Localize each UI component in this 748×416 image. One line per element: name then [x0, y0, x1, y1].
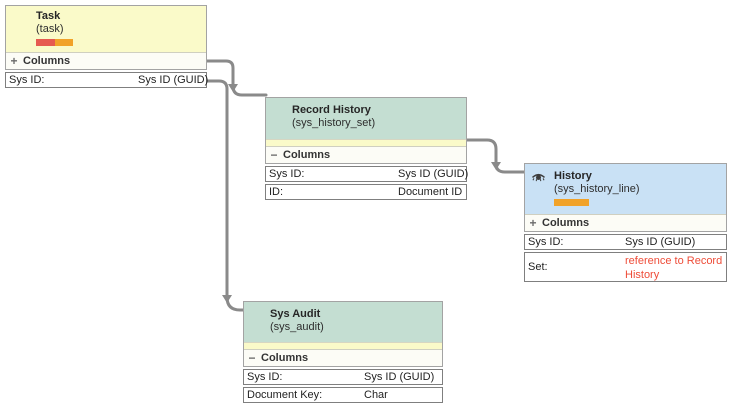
column-type: Char: [364, 389, 388, 401]
red-bar-segment: [36, 39, 55, 46]
column-label: Sys ID:: [247, 371, 283, 383]
table-history[interactable]: History (sys_history_line) + Columns Sys…: [524, 163, 727, 282]
table-history-header[interactable]: History (sys_history_line): [525, 164, 726, 214]
eye-icon: [531, 171, 546, 186]
arrow-task-sys-audit: [222, 295, 232, 303]
columns-label: Columns: [261, 352, 309, 364]
table-record-history[interactable]: Record History (sys_history_set) − Colum…: [265, 97, 469, 200]
columns-toggle[interactable]: − Columns: [266, 146, 466, 163]
table-sysname: (task): [36, 23, 64, 35]
column-row[interactable]: Sys ID: Sys ID (GUID): [265, 166, 469, 182]
table-sysname: (sys_history_set): [292, 117, 376, 129]
column-type: Sys ID (GUID): [398, 168, 469, 180]
table-title: History: [554, 170, 592, 182]
column-label: Sys ID:: [269, 168, 305, 180]
arrow-record-history-history: [491, 162, 501, 170]
header-strip: [244, 342, 442, 349]
column-type: Sys ID (GUID): [138, 74, 209, 86]
table-title: Task: [36, 10, 61, 22]
column-label: Sys ID:: [528, 236, 564, 248]
collapse-icon[interactable]: −: [270, 148, 278, 162]
column-label: Sys ID:: [9, 74, 45, 86]
columns-label: Columns: [23, 55, 71, 67]
expand-icon[interactable]: +: [529, 216, 537, 230]
column-type: Sys ID (GUID): [625, 236, 696, 248]
columns-toggle[interactable]: + Columns: [6, 52, 206, 69]
table-task-header[interactable]: Task (task): [6, 6, 206, 52]
column-row[interactable]: ID: Document ID: [265, 184, 467, 200]
column-row[interactable]: Sys ID: Sys ID (GUID): [5, 72, 209, 88]
column-reference: reference to Record History: [625, 255, 723, 281]
table-sysname: (sys_audit): [270, 321, 324, 333]
collapse-icon[interactable]: −: [248, 351, 256, 365]
wire-task-sys-audit: [205, 79, 246, 312]
column-label: Document Key:: [247, 389, 323, 401]
columns-label: Columns: [283, 149, 331, 161]
column-row[interactable]: Document Key: Char: [243, 387, 443, 403]
table-title: Record History: [292, 104, 371, 116]
wire-record-history-history: [464, 138, 527, 174]
expand-icon[interactable]: +: [10, 54, 18, 68]
column-type: Sys ID (GUID): [364, 371, 435, 383]
arrow-task-record-history: [228, 84, 238, 92]
column-label: ID:: [269, 186, 284, 198]
type-bar: [36, 39, 73, 46]
table-sys-audit[interactable]: Sys Audit (sys_audit) − Columns Sys ID: …: [243, 301, 443, 403]
table-record-history-header[interactable]: Record History (sys_history_set): [266, 98, 466, 139]
column-label: Set:: [528, 261, 548, 273]
column-row[interactable]: Set: reference to Record History: [524, 252, 727, 282]
column-row[interactable]: Sys ID: Sys ID (GUID): [524, 234, 727, 250]
columns-toggle[interactable]: − Columns: [244, 349, 442, 366]
orange-bar-segment: [55, 39, 73, 46]
columns-label: Columns: [542, 217, 590, 229]
column-row[interactable]: Sys ID: Sys ID (GUID): [243, 369, 443, 385]
column-type: Document ID: [398, 186, 463, 198]
header-strip: [266, 139, 466, 146]
table-sysname: (sys_history_line): [554, 183, 640, 195]
table-title: Sys Audit: [270, 308, 321, 320]
wire-task-record-history: [205, 59, 268, 97]
table-task[interactable]: Task (task) + Columns Sys ID: Sys ID (GU…: [5, 5, 209, 88]
table-sys-audit-header[interactable]: Sys Audit (sys_audit): [244, 302, 442, 342]
type-bar: [554, 199, 589, 206]
orange-bar-segment: [554, 199, 589, 206]
columns-toggle[interactable]: + Columns: [525, 214, 726, 231]
